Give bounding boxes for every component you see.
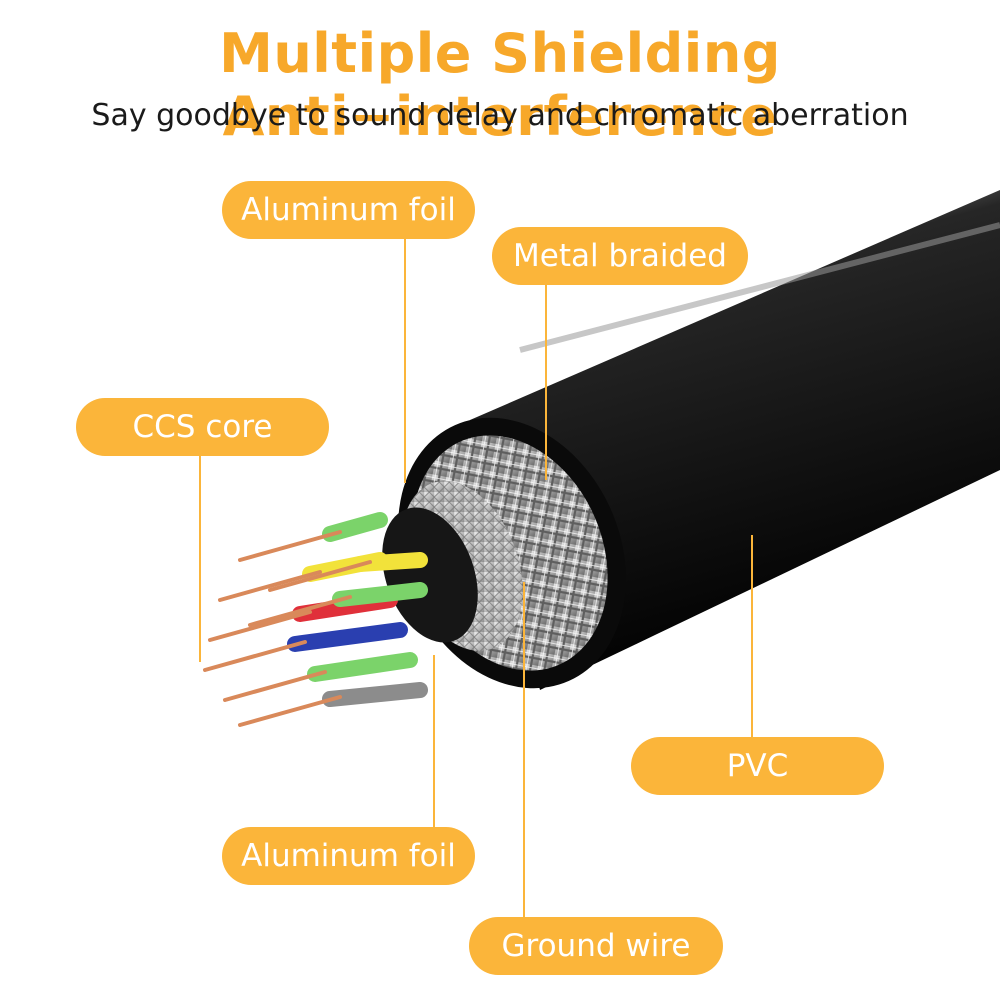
page-title: Multiple Shielding Anti−interference [219, 22, 781, 148]
wire-copper-core [238, 530, 342, 562]
label-ground-wire: Ground wire [469, 917, 723, 975]
wire-insulation [307, 652, 418, 682]
wire-copper-core [223, 670, 327, 702]
label-pvc: PVC [631, 737, 884, 795]
label-aluminum-foil-top: Aluminum foil [222, 181, 475, 239]
wire-copper-core [238, 695, 342, 727]
inner-wires [203, 512, 428, 727]
leader-lines [199, 239, 753, 917]
wire-copper-core [218, 570, 322, 602]
wire-insulation [322, 682, 428, 707]
label-aluminum-foil-bottom: Aluminum foil [222, 827, 475, 885]
aluminum-foil-layer [382, 481, 523, 651]
label-metal-braided: Metal braided [492, 227, 748, 285]
label-ccs-core: CCS core [76, 398, 329, 456]
wire-copper-core [268, 560, 372, 592]
wire-insulation [332, 582, 428, 607]
wire-copper-core [248, 595, 352, 627]
wire-copper-core [203, 640, 307, 672]
page-subtitle: Say goodbye to sound delay and chromatic… [91, 98, 909, 133]
wire-insulation [287, 622, 408, 652]
wire-copper-core [208, 610, 312, 642]
